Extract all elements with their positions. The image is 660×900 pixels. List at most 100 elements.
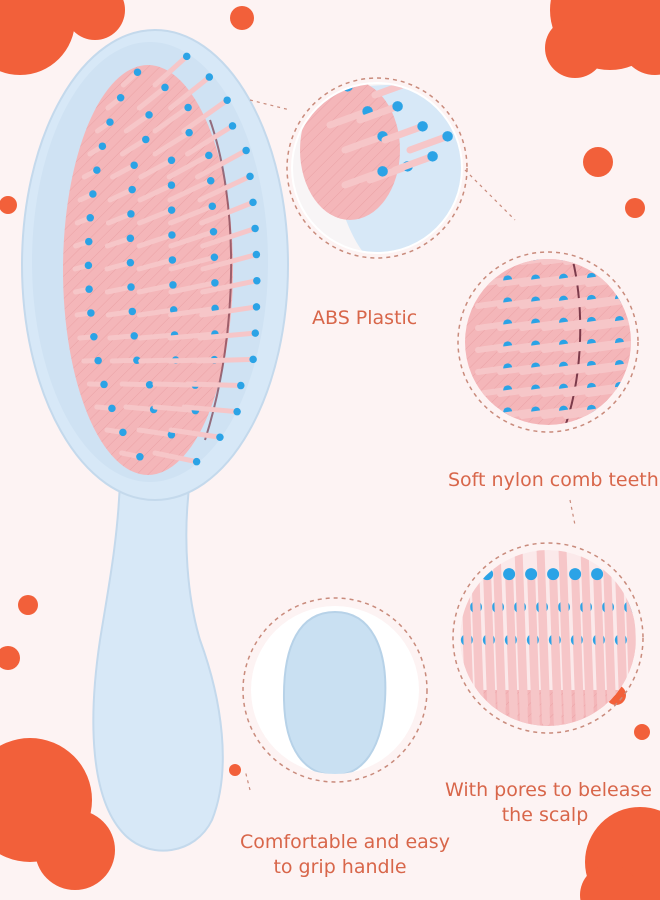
bristle-pin	[200, 225, 258, 249]
bristle-tip	[578, 535, 590, 547]
bristle-pin	[580, 550, 594, 710]
bristle-pin	[497, 385, 539, 397]
bristle-pin	[563, 317, 623, 331]
bristle-pin	[136, 257, 175, 272]
bristle-tip	[86, 214, 94, 222]
bristle-tip	[119, 428, 127, 437]
decor-dot	[230, 6, 254, 30]
bristle-pin	[195, 356, 256, 364]
bristle-tip	[547, 568, 560, 581]
bristle-pin	[475, 298, 511, 309]
label-abs-plastic: ABS Plastic	[312, 307, 418, 329]
bristle-tip	[252, 250, 261, 259]
decor-dot	[0, 646, 20, 670]
bristle-pin	[563, 339, 623, 353]
bristle-pin	[527, 570, 540, 718]
bristle-tip	[205, 151, 213, 160]
bristle-pin	[105, 211, 134, 226]
bristle-pin	[483, 570, 496, 718]
decor-dot	[35, 810, 115, 890]
bristle-pin	[197, 173, 253, 203]
label-pores: With pores to belease the scalp	[445, 779, 652, 826]
bristle-tip	[210, 253, 219, 262]
bristle-tip	[223, 96, 231, 104]
bristle-pin	[391, 152, 437, 174]
bristle-pin	[105, 308, 135, 318]
bristle-pin	[152, 450, 200, 465]
bristle-pin	[167, 331, 218, 341]
bristle-tip	[490, 535, 502, 547]
callout-pores	[452, 535, 644, 734]
bristle-pin	[167, 178, 214, 203]
decor-dot	[625, 198, 645, 218]
bristle-tip	[228, 122, 237, 130]
bristle-tip	[145, 381, 154, 389]
bristle-pin	[519, 407, 567, 419]
bristle-pin	[624, 550, 636, 710]
bristle-pin	[541, 318, 595, 331]
bristle-tip	[130, 161, 138, 169]
bristle-pin	[152, 105, 191, 134]
bristle-tip	[94, 356, 102, 365]
bristle-pin	[519, 297, 567, 309]
bristle-tip	[89, 190, 97, 198]
bristle-pin	[123, 112, 152, 134]
bristle-pin	[356, 102, 402, 124]
bristle-pin	[541, 340, 595, 353]
bristle-tip	[591, 568, 604, 581]
bristle-tip	[127, 210, 135, 218]
bristle-pin	[585, 294, 631, 309]
bristle-pin	[152, 53, 190, 88]
bristle-tip	[108, 404, 116, 413]
bristle-pin	[152, 130, 192, 157]
bristle-pin	[461, 570, 474, 718]
bristle-tip	[615, 250, 624, 259]
bristle-pin	[541, 296, 595, 309]
bristle-tip	[84, 261, 93, 270]
bristle-pin	[519, 363, 567, 375]
bristle-tip	[133, 68, 142, 77]
bristle-pin	[107, 187, 135, 203]
bristle-tip	[128, 307, 137, 316]
bristle-tip	[93, 166, 101, 174]
callout-abs-plastic	[286, 77, 468, 259]
bristle-tip	[614, 403, 624, 413]
bristle-pin	[168, 305, 218, 318]
decor-dot	[545, 18, 605, 78]
bristle-pin	[541, 384, 595, 397]
bristle-tip	[161, 83, 169, 92]
bristle-tip	[208, 202, 217, 210]
bristle-pin	[381, 122, 427, 144]
hairbrush	[21, 29, 289, 852]
bristle-tip	[643, 403, 652, 412]
bristle-pin	[152, 404, 198, 414]
bristle-pin	[136, 282, 176, 295]
bristle-pin	[185, 381, 244, 389]
bristle-pin	[200, 278, 260, 295]
bristle-tip	[622, 535, 634, 547]
bristle-pin	[168, 280, 218, 295]
bristle-tip	[377, 166, 388, 177]
bristle-pin	[166, 152, 212, 180]
bristle-tip	[242, 146, 250, 155]
bristle-tip	[167, 206, 176, 214]
bristle-tip	[182, 52, 191, 61]
bristle-pin	[585, 316, 631, 331]
bristle-pin	[136, 84, 168, 111]
bristle-tip	[168, 256, 177, 264]
bristle-pin	[475, 364, 511, 375]
bristle-pin	[199, 304, 259, 318]
bristle-tip	[205, 73, 214, 81]
bristle-tip	[167, 431, 176, 439]
bristles	[72, 52, 261, 466]
bristle-tip	[643, 249, 652, 258]
bristle-tip	[169, 281, 177, 289]
bristle-pin	[119, 381, 153, 388]
bristle-pin	[199, 199, 256, 226]
bristle-pin	[585, 360, 631, 375]
bristle-pin	[123, 404, 157, 412]
bristle-tip	[206, 177, 215, 185]
bristle-pin	[136, 307, 177, 318]
bristle-pin	[104, 260, 133, 272]
